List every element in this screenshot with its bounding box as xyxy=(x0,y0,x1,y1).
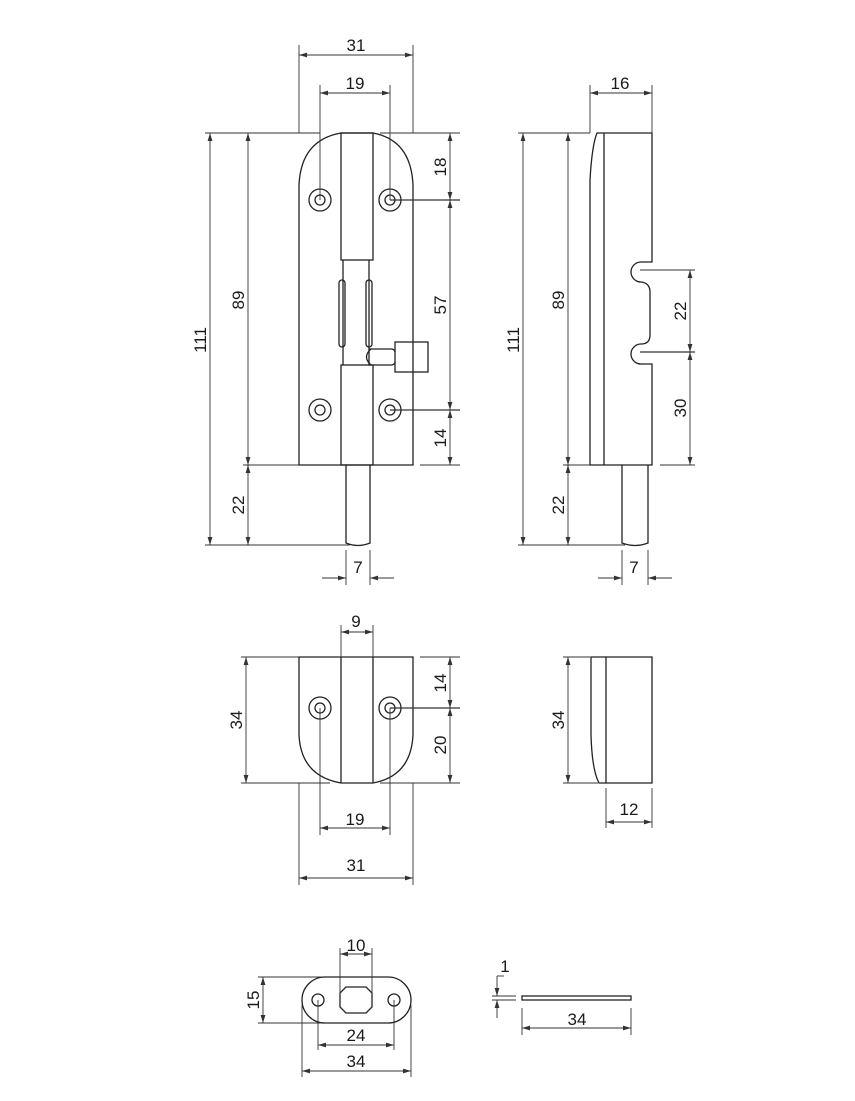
dim-label: 10 xyxy=(347,936,366,955)
dim-label: 22 xyxy=(671,302,690,321)
mounting-holes xyxy=(308,188,402,422)
slot xyxy=(338,279,346,348)
dim-label: 34 xyxy=(227,711,246,730)
dim-label: 31 xyxy=(347,36,366,55)
dim-label: 111 xyxy=(191,327,210,353)
strike-plate-view: 10 15 24 34 1 34 xyxy=(244,936,632,1077)
slot xyxy=(365,279,373,348)
dim-label: 19 xyxy=(346,74,365,93)
dim-label: 18 xyxy=(431,158,450,177)
dim-label: 9 xyxy=(351,612,360,631)
dim-label: 14 xyxy=(431,674,450,693)
dim-label: 24 xyxy=(347,1026,366,1045)
dim-label: 34 xyxy=(549,711,568,730)
dim-label: 14 xyxy=(431,429,450,448)
bolt-plate-outline xyxy=(298,132,414,466)
dim-label: 15 xyxy=(244,991,263,1010)
slider-bottom-block xyxy=(340,364,374,466)
dim-label: 111 xyxy=(504,327,523,353)
strike-slot xyxy=(339,986,373,1014)
front-view: 31 19 111 89 22 18 57 14 7 xyxy=(191,36,460,585)
strike-plate-outline xyxy=(301,976,412,1024)
dim-label: 16 xyxy=(611,74,630,93)
bolt-pin xyxy=(621,465,649,547)
slider-top-block xyxy=(340,132,374,261)
dim-label: 1 xyxy=(500,957,509,976)
strike-plate-side xyxy=(521,995,632,1001)
dim-label: 34 xyxy=(347,1052,366,1071)
keeper-side-view: 34 12 xyxy=(549,656,653,828)
side-view: 16 111 89 22 22 30 7 xyxy=(504,74,695,585)
dim-label: 30 xyxy=(671,399,690,418)
dim-label: 22 xyxy=(229,496,248,515)
dim-label: 89 xyxy=(549,291,568,310)
dim-label: 7 xyxy=(629,558,638,577)
dim-label: 20 xyxy=(431,736,450,755)
bolt-handle-knob xyxy=(394,341,429,373)
keeper-side-outline xyxy=(590,656,653,784)
keeper-outline xyxy=(298,656,414,784)
keeper-front-view: 9 34 14 20 19 31 xyxy=(227,612,460,885)
bolt-pin xyxy=(345,465,371,547)
dim-label: 12 xyxy=(620,800,639,819)
dim-label: 57 xyxy=(431,296,450,315)
dim-label: 34 xyxy=(568,1010,587,1029)
dim-label: 31 xyxy=(347,856,366,875)
dim-label: 22 xyxy=(549,496,568,515)
bolt-side-outline xyxy=(589,132,653,466)
dim-label: 89 xyxy=(229,291,248,310)
dim-label: 7 xyxy=(353,558,362,577)
dim-label: 19 xyxy=(346,810,365,829)
